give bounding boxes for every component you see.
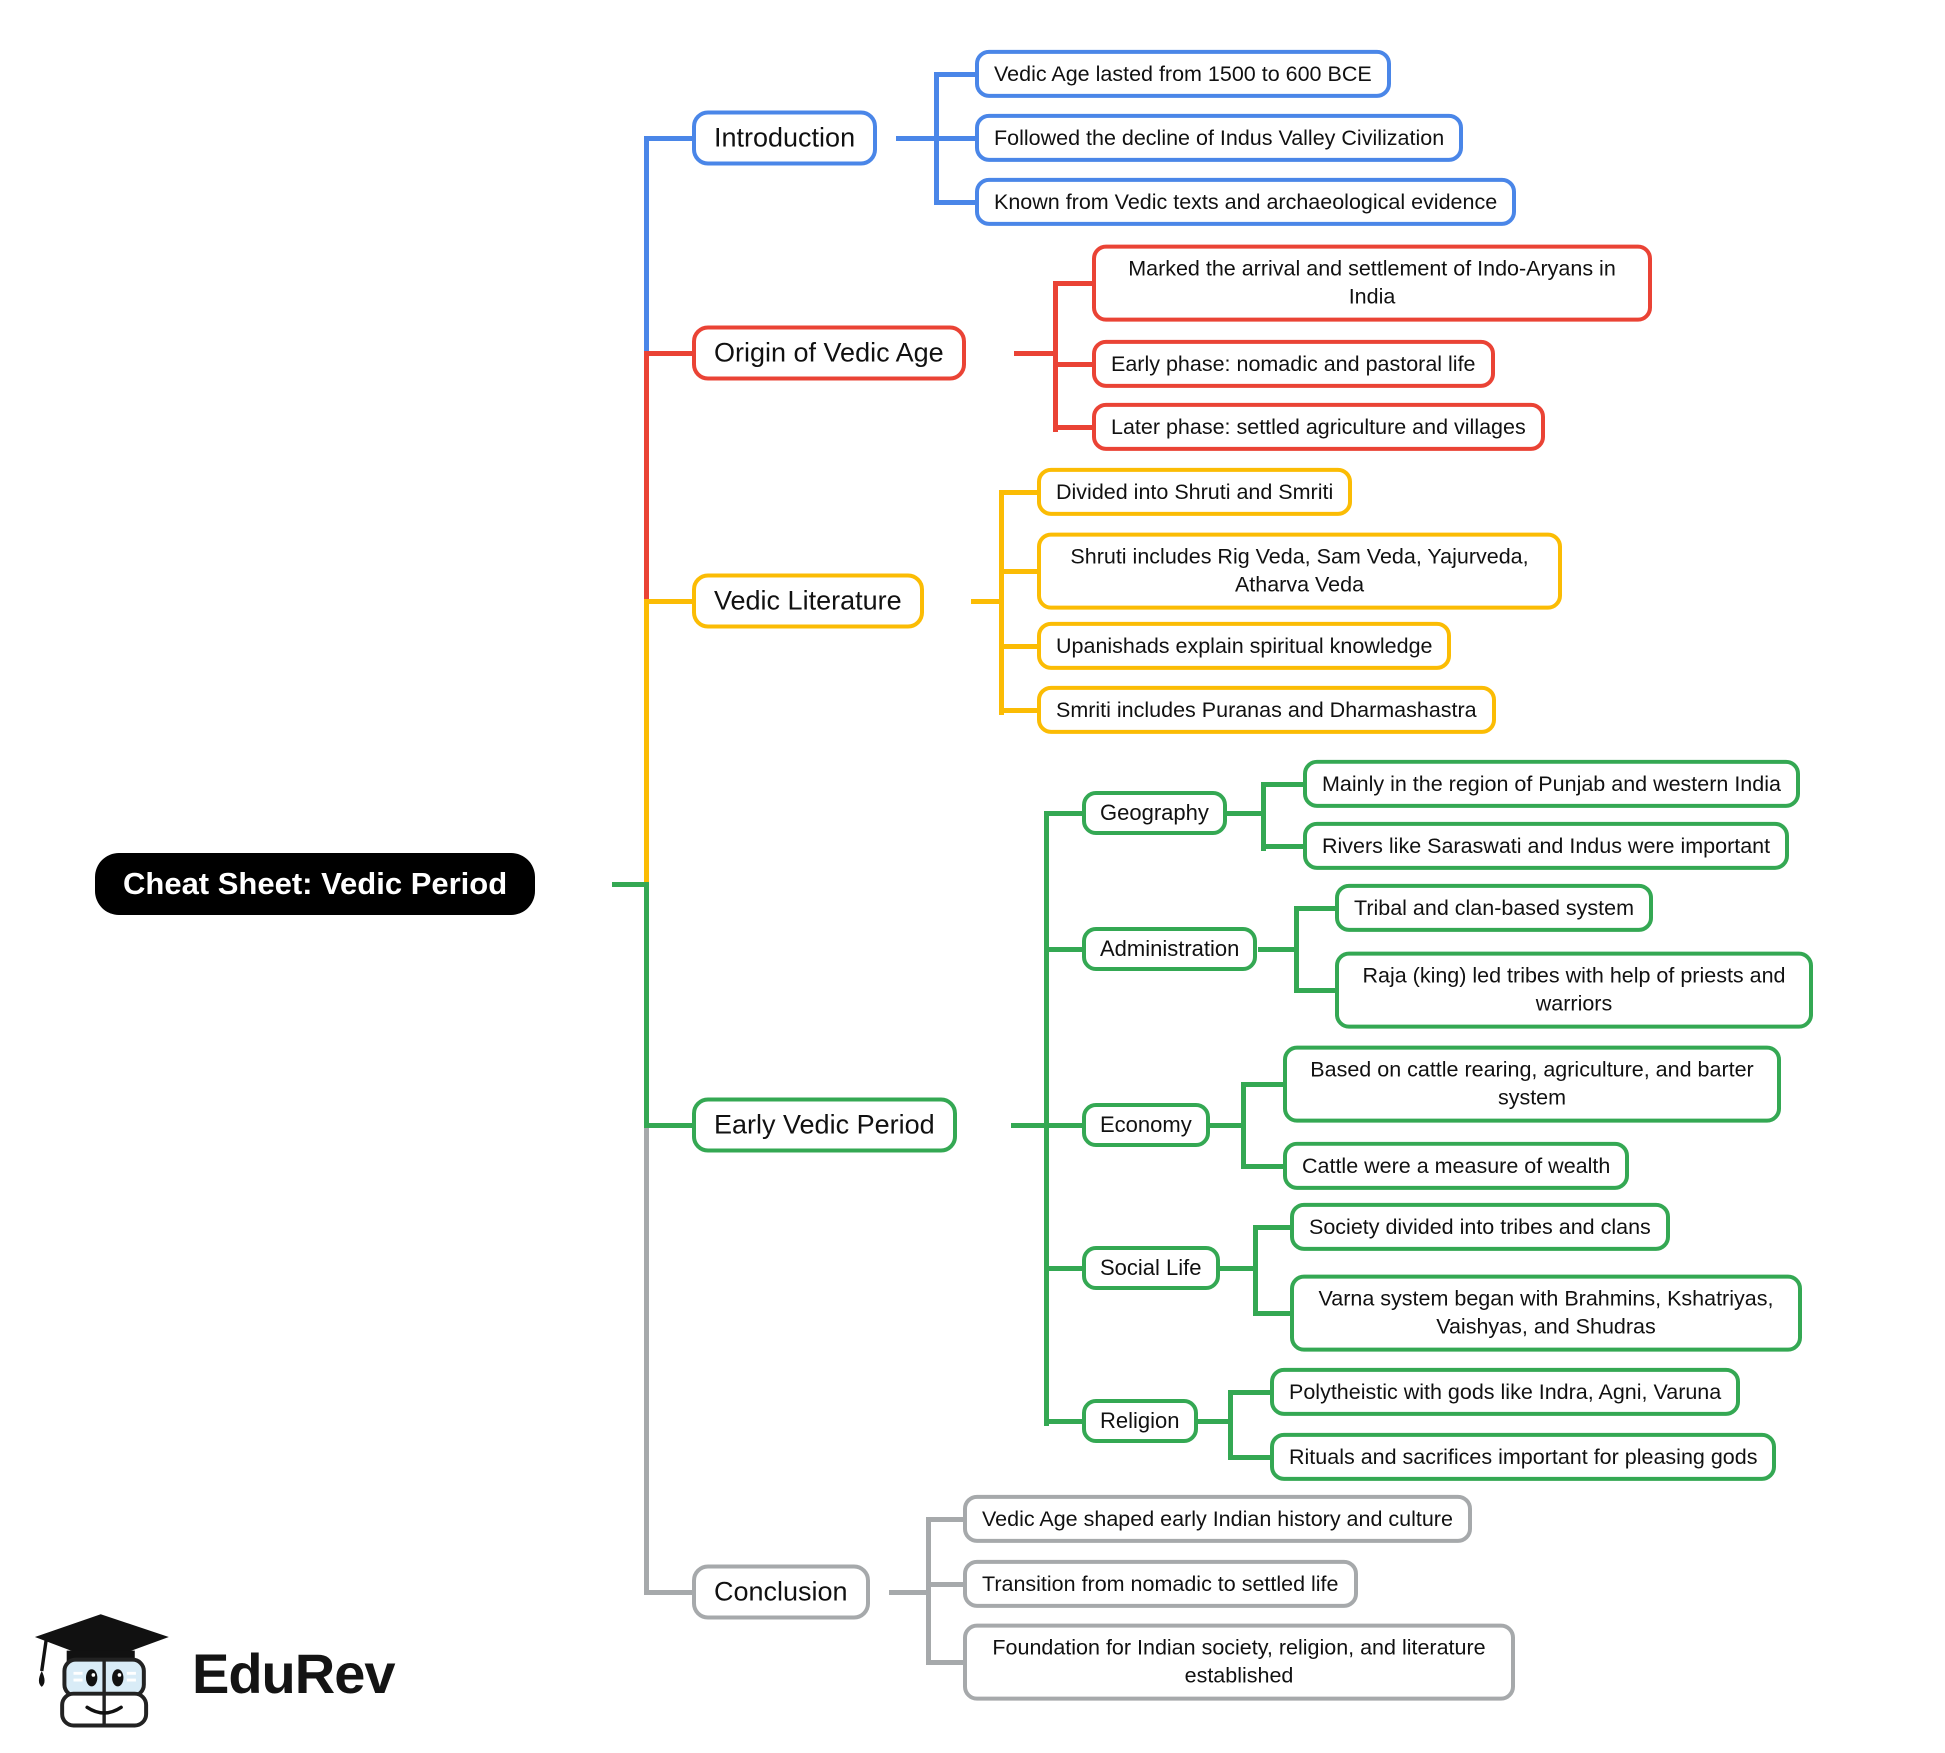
connector — [1193, 1419, 1233, 1424]
leaf-node: Early phase: nomadic and pastoral life — [1092, 339, 1495, 389]
connector — [1044, 1266, 1087, 1271]
connector — [999, 490, 1004, 715]
connector — [1053, 362, 1097, 367]
connector — [1228, 1390, 1275, 1395]
connector-trunk-blue — [644, 136, 649, 353]
leaf-node: Varna system began with Brahmins, Kshatr… — [1290, 1274, 1802, 1352]
leaf-node: Polytheistic with gods like Indra, Agni,… — [1270, 1367, 1741, 1417]
leaf-node: Smriti includes Puranas and Dharmashastr… — [1037, 685, 1496, 735]
connector — [1241, 1164, 1288, 1169]
leaf-node: Rituals and sacrifices important for ple… — [1270, 1432, 1777, 1482]
connector — [934, 72, 980, 77]
sub-branch-node-religion: Religion — [1082, 1399, 1198, 1443]
leaf-node: Transition from nomadic to settled life — [963, 1559, 1358, 1609]
leaf-node: Followed the decline of Indus Valley Civ… — [975, 113, 1464, 163]
leaf-node: Mainly in the region of Punjab and weste… — [1303, 759, 1800, 809]
sub-branch-node-economy: Economy — [1082, 1103, 1210, 1147]
connector-root — [612, 882, 649, 887]
leaf-node: Vedic Age shaped early Indian history an… — [963, 1494, 1472, 1544]
connector — [1241, 1082, 1288, 1087]
edurev-logo: EduRev — [28, 1612, 395, 1735]
leaf-node: Known from Vedic texts and archaeologica… — [975, 177, 1517, 227]
leaf-node: Rivers like Saraswati and Indus were imp… — [1303, 821, 1790, 871]
leaf-node: Upanishads explain spiritual knowledge — [1037, 621, 1452, 671]
connector — [1053, 281, 1097, 286]
leaf-node: Shruti includes Rig Veda, Sam Veda, Yaju… — [1037, 532, 1562, 610]
connector — [999, 708, 1042, 713]
connector — [1294, 906, 1299, 993]
connector — [934, 200, 980, 205]
sub-branch-node-social-life: Social Life — [1082, 1246, 1220, 1290]
sub-branch-node-administration: Administration — [1082, 927, 1258, 971]
connector — [1228, 1390, 1233, 1460]
connector — [1253, 1225, 1258, 1316]
connector — [1214, 1266, 1258, 1271]
branch-node-conclusion: Conclusion — [692, 1564, 870, 1620]
connector — [926, 1660, 968, 1665]
connector — [1053, 425, 1097, 430]
connector — [1044, 1419, 1087, 1424]
connector-trunk-gray — [644, 1123, 649, 1592]
connector-trunk-red — [644, 351, 649, 601]
connector — [934, 136, 980, 141]
connector-stub — [644, 1590, 696, 1595]
connector — [999, 490, 1042, 495]
connector — [1253, 1311, 1295, 1316]
leaf-node: Cattle were a measure of wealth — [1283, 1141, 1630, 1191]
connector — [1044, 1123, 1087, 1128]
leaf-node: Later phase: settled agriculture and vil… — [1092, 402, 1545, 452]
connector — [1014, 351, 1058, 356]
connector — [1261, 782, 1266, 851]
connector-trunk-yellow — [644, 599, 649, 886]
connector-trunk-green — [644, 882, 649, 1125]
leaf-node: Marked the arrival and settlement of Ind… — [1092, 244, 1652, 322]
branch-node-vedic-literature: Vedic Literature — [692, 573, 924, 629]
connector — [971, 599, 1004, 604]
connector — [999, 644, 1042, 649]
branch-node-origin: Origin of Vedic Age — [692, 325, 966, 381]
connector — [1044, 947, 1087, 952]
edurev-mascot-icon — [28, 1612, 178, 1735]
connector — [1253, 1225, 1295, 1230]
connector — [1294, 906, 1340, 911]
connector — [1053, 281, 1058, 432]
connector — [999, 569, 1042, 574]
leaf-node: Society divided into tribes and clans — [1290, 1202, 1670, 1252]
connector — [1226, 811, 1266, 816]
branch-node-introduction: Introduction — [692, 110, 878, 166]
leaf-node: Raja (king) led tribes with help of prie… — [1335, 951, 1813, 1029]
connector-stub — [644, 1123, 696, 1128]
connector — [1228, 1455, 1275, 1460]
branch-node-early-vedic-period: Early Vedic Period — [692, 1097, 957, 1153]
connector — [1258, 947, 1299, 952]
connector — [1206, 1123, 1246, 1128]
connector — [896, 136, 939, 141]
connector — [1044, 811, 1049, 1426]
connector — [1011, 1123, 1049, 1128]
connector-stub — [644, 136, 696, 141]
connector — [926, 1517, 968, 1522]
edurev-wordmark: EduRev — [192, 1642, 395, 1705]
leaf-node: Foundation for Indian society, religion,… — [963, 1623, 1515, 1701]
connector — [926, 1582, 968, 1587]
connector — [1261, 782, 1308, 787]
leaf-node: Tribal and clan-based system — [1335, 883, 1654, 933]
connector — [1044, 811, 1087, 816]
connector — [926, 1517, 931, 1665]
leaf-node: Based on cattle rearing, agriculture, an… — [1283, 1045, 1781, 1123]
leaf-node: Divided into Shruti and Smriti — [1037, 467, 1353, 517]
connector-stub — [644, 351, 696, 356]
leaf-node: Vedic Age lasted from 1500 to 600 BCE — [975, 49, 1391, 99]
connector — [889, 1590, 931, 1595]
connector-stub — [644, 599, 696, 604]
sub-branch-node-geography: Geography — [1082, 791, 1227, 835]
root-node: Cheat Sheet: Vedic Period — [95, 853, 536, 915]
connector — [1261, 844, 1308, 849]
connector — [1241, 1082, 1246, 1169]
connector — [1294, 988, 1340, 993]
